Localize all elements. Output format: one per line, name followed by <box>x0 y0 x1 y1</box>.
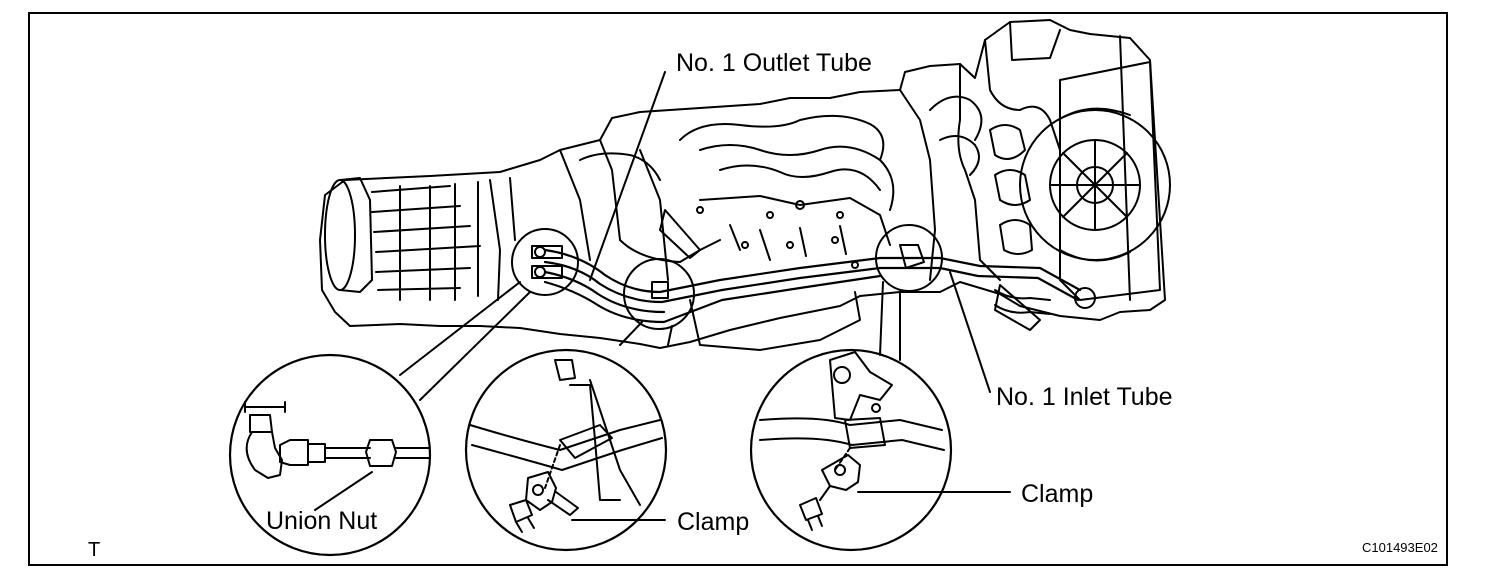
locator-circles <box>511 224 943 330</box>
transmission-body <box>319 19 1171 351</box>
corner-mark: T <box>88 539 101 561</box>
label-leaders <box>314 71 1011 521</box>
label-clamp-left: Clamp <box>677 508 750 536</box>
label-no1-outlet-tube: No. 1 Outlet Tube <box>676 49 872 77</box>
label-no1-inlet-tube: No. 1 Inlet Tube <box>996 383 1173 411</box>
figure-frame <box>28 12 1448 566</box>
detail-union-nut <box>228 353 432 557</box>
detail-clamp-left <box>464 348 668 552</box>
label-union-nut: Union Nut <box>266 507 378 535</box>
label-clamp-right: Clamp <box>1021 480 1094 508</box>
callout-leaders <box>399 281 901 401</box>
detail-clamp-right <box>749 348 953 552</box>
tube-fittings <box>531 244 925 299</box>
figure-code: C101493E02 <box>1362 540 1438 555</box>
